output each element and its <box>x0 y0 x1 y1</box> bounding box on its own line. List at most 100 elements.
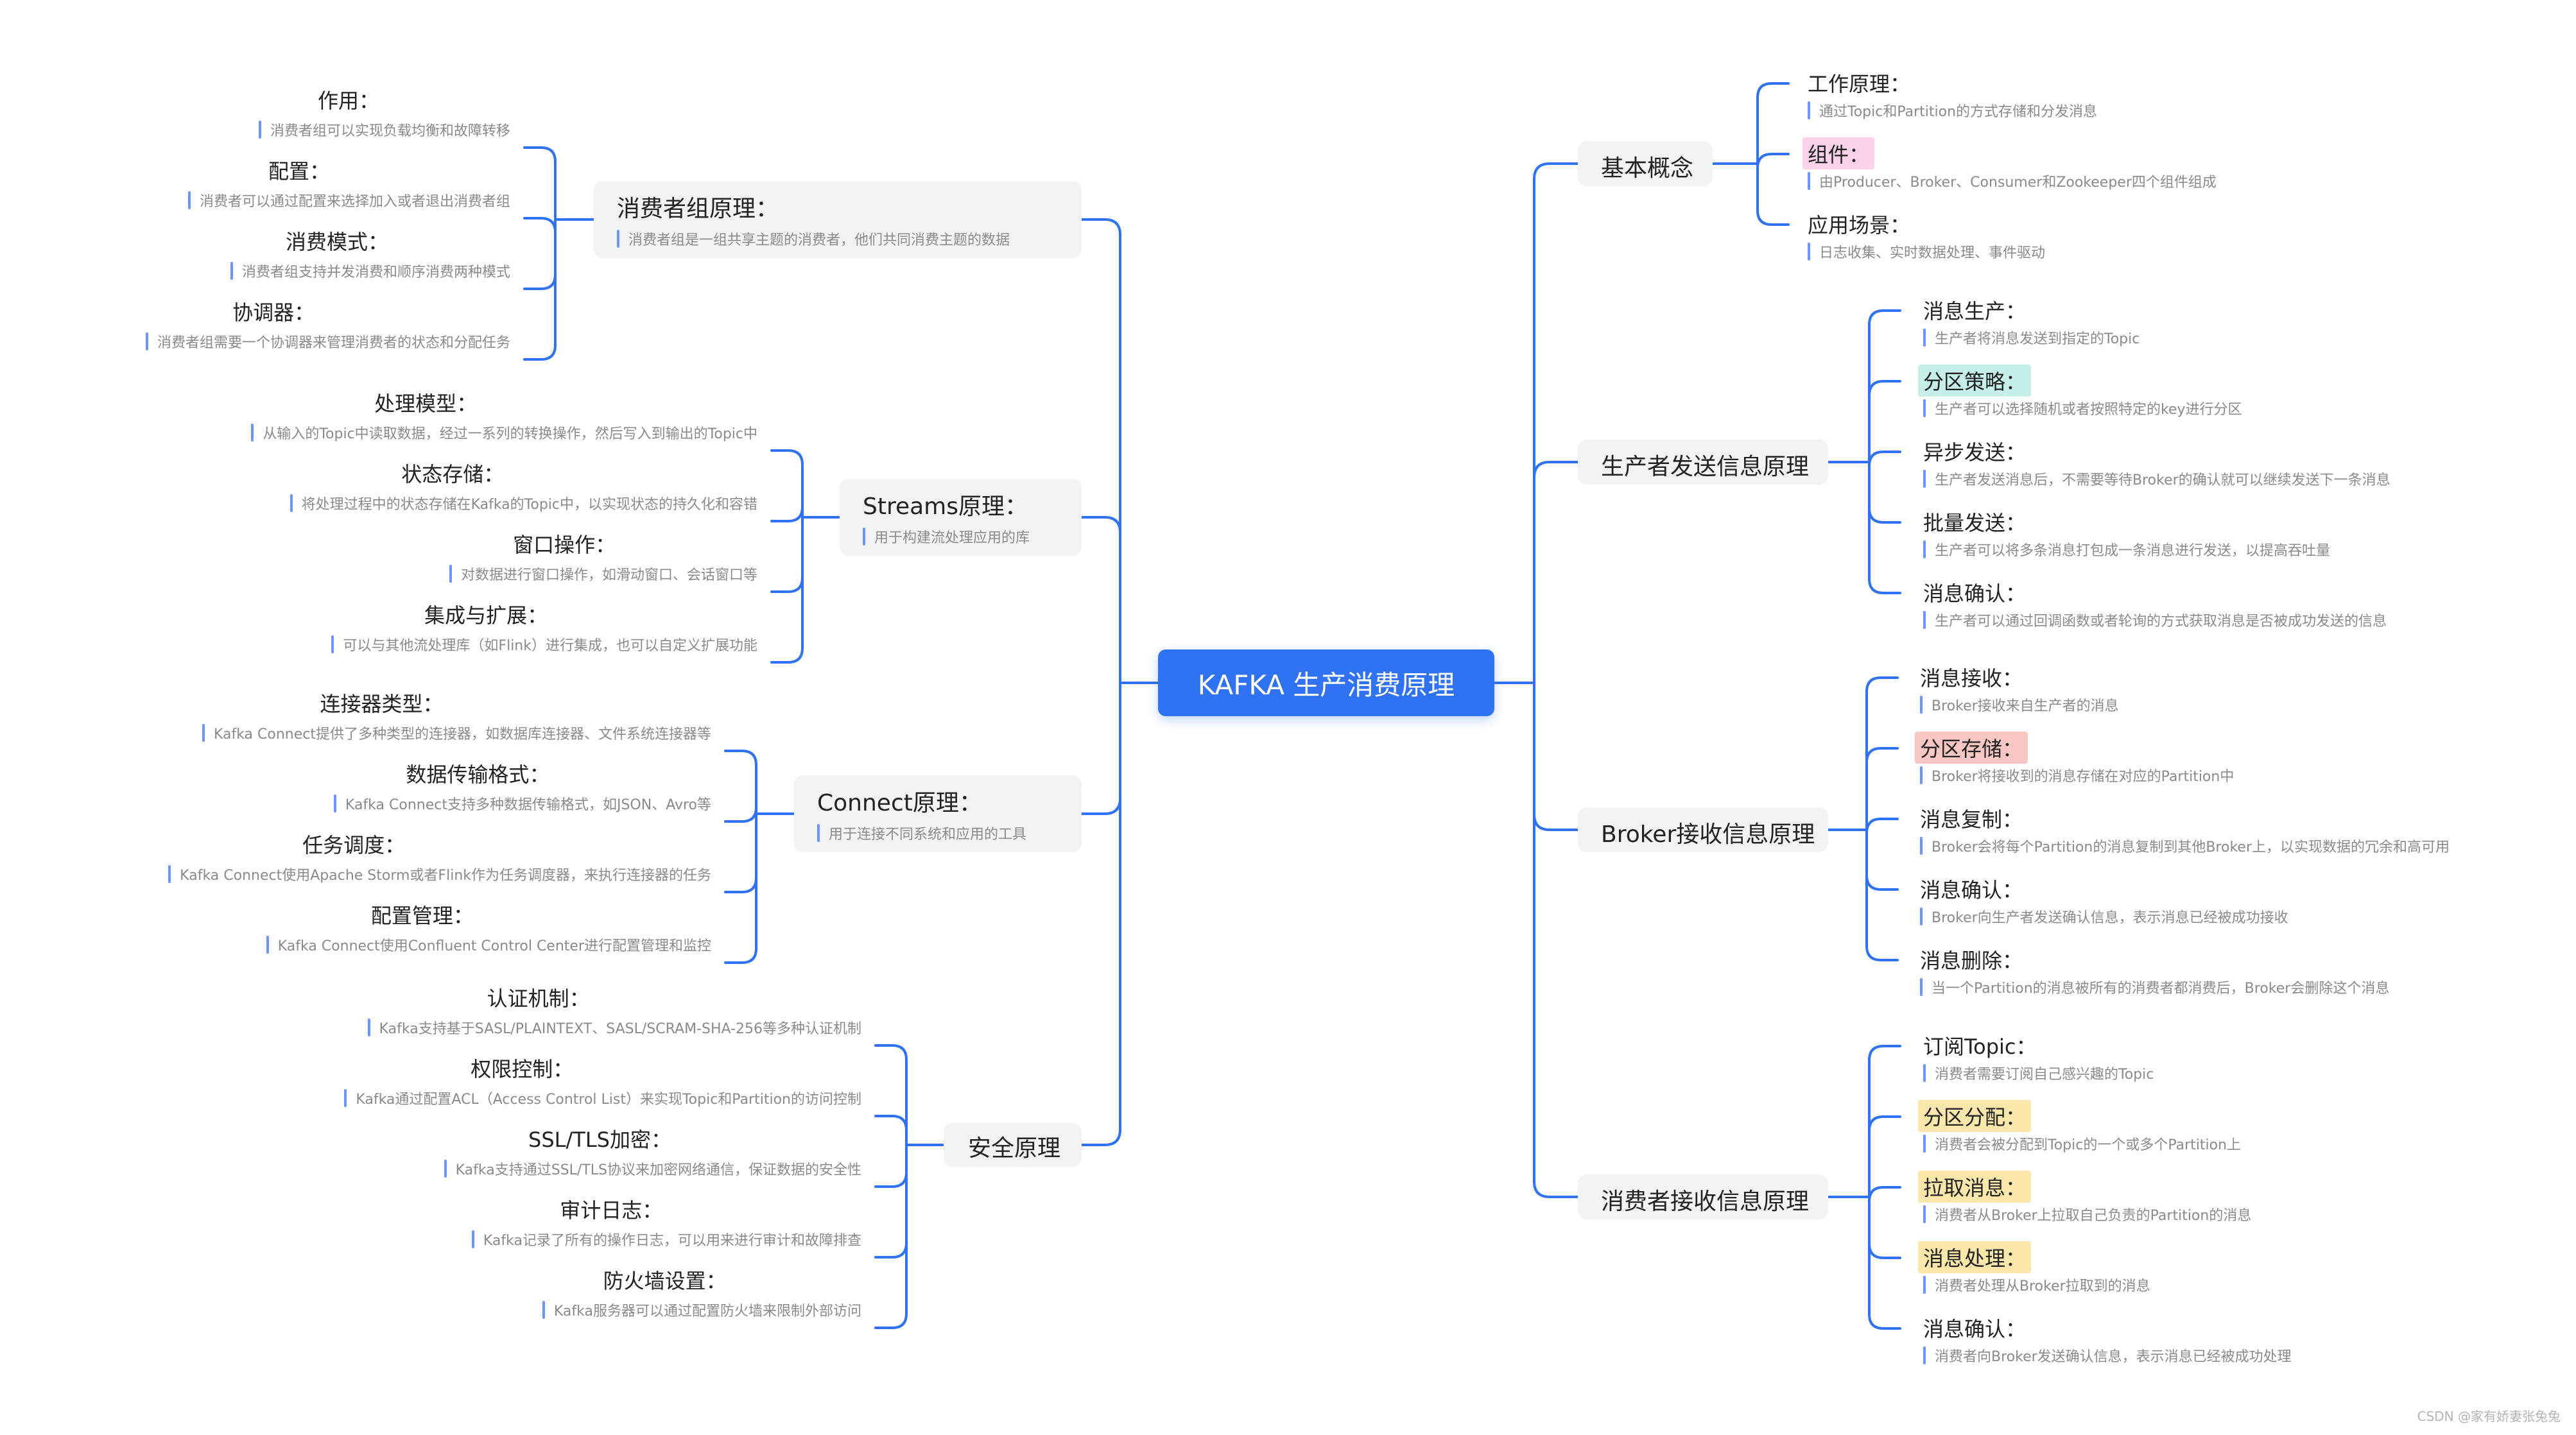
subtopic-label: 认证机制： <box>487 986 590 1011</box>
subtopic-label: 拉取消息： <box>1918 1171 2032 1203</box>
branch-topic-right-4[interactable]: 消费者接收信息原理 <box>1578 1174 1828 1219</box>
subtopic-note: 生产者将消息发送到指定的Topic <box>1923 327 2139 348</box>
subtopic-note: 对数据进行窗口操作，如滑动窗口、会话窗口等 <box>449 563 757 584</box>
connector-path <box>770 647 804 664</box>
connector-path <box>523 146 557 163</box>
watermark: CSDN @家有娇妻张兔兔 <box>2417 1409 2561 1424</box>
branch-topic-right-2[interactable]: 生产者发送信息原理 <box>1578 440 1828 485</box>
connector-path <box>1756 209 1790 226</box>
connector-path <box>770 576 804 593</box>
branch-topic-left-1[interactable]: 消费者组原理：消费者组是一组共享主题的消费者，他们共同消费主题的数据 <box>594 181 1082 258</box>
subtopic-label: 分区分配： <box>1918 1100 2032 1132</box>
subtopic-label: 状态存储： <box>401 462 505 486</box>
subtopic-label: 批量发送： <box>1923 511 2027 535</box>
subtopic-note: Kafka记录了所有的操作日志，可以用来进行审计和故障排查 <box>471 1229 861 1250</box>
subtopic-note: Kafka Connect支持多种数据传输格式，如JSON、Avro等 <box>333 793 711 814</box>
subtopic-note: 当一个Partition的消息被所有的消费者都消费后，Broker会删除这个消息 <box>1920 977 2389 997</box>
subtopic-label: 协调器： <box>232 300 315 325</box>
subtopic-note: Kafka支持通过SSL/TLS协议来加密网络通信，保证数据的安全性 <box>444 1158 861 1179</box>
branch-topic-title: 消费者接收信息原理 <box>1601 1189 1810 1215</box>
subtopic-note: 消费者从Broker上拉取自己负责的Partition的消息 <box>1923 1204 2251 1224</box>
subtopic-label: 窗口操作： <box>513 533 616 557</box>
connector-path <box>523 217 557 234</box>
branch-topic-right-3[interactable]: Broker接收信息原理 <box>1578 807 1828 852</box>
subtopic-note: 消费者可以通过配置来选择加入或者退出消费者组 <box>187 190 510 211</box>
connector-path <box>1533 1180 1579 1198</box>
connector-path <box>724 877 757 893</box>
subtopic-label: 任务调度： <box>302 833 406 857</box>
connector-path <box>874 1115 908 1131</box>
subtopic-label: 配置管理： <box>370 904 474 928</box>
connector-path <box>1868 578 1901 594</box>
subtopic-label: 消费模式： <box>285 230 388 254</box>
branch-topic-left-4[interactable]: 安全原理 <box>944 1123 1082 1167</box>
subtopic-label: 连接器类型： <box>320 692 444 716</box>
branch-topic-left-2[interactable]: Streams原理：用于构建流处理应用的库 <box>840 479 1082 556</box>
subtopic-note: Kafka服务器可以通过配置防火墙来限制外部访问 <box>542 1300 861 1320</box>
subtopic-note: Kafka Connect提供了多种类型的连接器，如数据库连接器、文件系统连接器… <box>202 723 711 743</box>
subtopic-note: 生产者可以将多条消息打包成一条消息进行发送，以提高吞吐量 <box>1923 539 2330 560</box>
subtopic-label: 组件： <box>1802 137 1875 169</box>
branch-topic-title: 基本概念 <box>1601 155 1694 182</box>
connector-path <box>1868 1045 1901 1061</box>
connector-path <box>1533 162 1579 180</box>
subtopic-label: 消息确认： <box>1923 581 2027 606</box>
connector-path <box>523 344 557 361</box>
branch-topic-title: 安全原理 <box>968 1135 1061 1162</box>
connector-path <box>874 1312 908 1329</box>
connector-path <box>724 947 757 964</box>
subtopic-label: 订阅Topic： <box>1923 1035 2037 1059</box>
subtopic-note: 消费者组可以实现负载均衡和故障转移 <box>258 119 510 140</box>
connector-path <box>1868 1115 1901 1132</box>
subtopic-label: 消息删除： <box>1920 949 2023 973</box>
root-topic[interactable]: KAFKA 生产消费原理 <box>1158 649 1494 716</box>
connector-path <box>1533 461 1579 479</box>
subtopic-note: 通过Topic和Partition的方式存储和分发消息 <box>1808 100 2097 121</box>
subtopic-label: 审计日志： <box>560 1198 663 1223</box>
subtopic-note: 消费者会被分配到Topic的一个或多个Partition上 <box>1923 1133 2241 1154</box>
subtopic-note: 消费者需要订阅自己感兴趣的Topic <box>1923 1063 2154 1083</box>
subtopic-label: 消息复制： <box>1920 807 2023 832</box>
subtopic-label: 消息确认： <box>1923 1317 2027 1341</box>
connector-path <box>1756 153 1790 169</box>
subtopic-note: 将处理过程中的状态存储在Kafka的Topic中，以实现状态的持久化和容错 <box>290 493 757 513</box>
root-topic-label: KAFKA 生产消费原理 <box>1197 669 1455 701</box>
connector-path <box>724 750 757 766</box>
subtopic-label: 消息接收： <box>1920 666 2023 691</box>
subtopic-label: 配置： <box>268 159 330 184</box>
subtopic-note: Kafka Connect使用Confluent Control Center进… <box>266 934 711 955</box>
subtopic-label: 异步发送： <box>1923 440 2027 465</box>
subtopic-label: 工作原理： <box>1808 72 1911 96</box>
subtopic-note: 消费者组需要一个协调器来管理消费者的状态和分配任务 <box>145 331 510 352</box>
branch-topic-note: 用于构建流处理应用的库 <box>863 526 1030 547</box>
branch-topic-right-1[interactable]: 基本概念 <box>1578 141 1713 186</box>
branch-topic-note: 用于连接不同系统和应用的工具 <box>817 823 1026 843</box>
subtopic-note: 消费者组支持并发消费和顺序消费两种模式 <box>230 261 510 281</box>
subtopic-note: Kafka Connect使用Apache Storm或者Flink作为任务调度… <box>168 864 711 884</box>
connector-path <box>874 1044 908 1061</box>
subtopic-label: 权限控制： <box>471 1057 574 1081</box>
subtopic-note: 由Producer、Broker、Consumer和Zookeeper四个组件组… <box>1808 171 2217 191</box>
connector-path <box>1868 1242 1901 1259</box>
subtopic-note: Kafka支持基于SASL/PLAINTEXT、SASL/SCRAM-SHA-2… <box>367 1017 861 1038</box>
subtopic-note: Broker接收来自生产者的消息 <box>1920 694 2119 715</box>
subtopic-note: 消费者向Broker发送确认信息，表示消息已经被成功处理 <box>1923 1345 2292 1366</box>
branch-topic-title: Connect原理： <box>817 790 982 816</box>
connector-path <box>1080 218 1121 236</box>
branch-topic-left-3[interactable]: Connect原理： 用于连接不同系统和应用的工具 <box>794 775 1082 852</box>
connector-path <box>1868 451 1901 467</box>
connector-path <box>1080 516 1121 534</box>
connector-path <box>770 449 804 466</box>
subtopic-note: 日志收集、实时数据处理、事件驱动 <box>1808 241 2045 262</box>
subtopic-label: 消息处理： <box>1918 1241 2032 1273</box>
subtopic-label: 分区策略： <box>1918 365 2032 397</box>
subtopic-label: 数据传输格式： <box>406 762 550 787</box>
subtopic-note: 生产者可以选择随机或者按照特定的key进行分区 <box>1923 398 2242 418</box>
connector-path <box>1868 380 1901 397</box>
connector-path <box>1868 1313 1901 1330</box>
connector-path <box>1533 813 1579 831</box>
subtopic-note: Kafka通过配置ACL（Access Control List）来实现Topi… <box>344 1088 861 1108</box>
connector-path <box>1756 82 1790 99</box>
connector-path <box>770 506 804 522</box>
subtopic-label: 作用： <box>317 89 379 113</box>
